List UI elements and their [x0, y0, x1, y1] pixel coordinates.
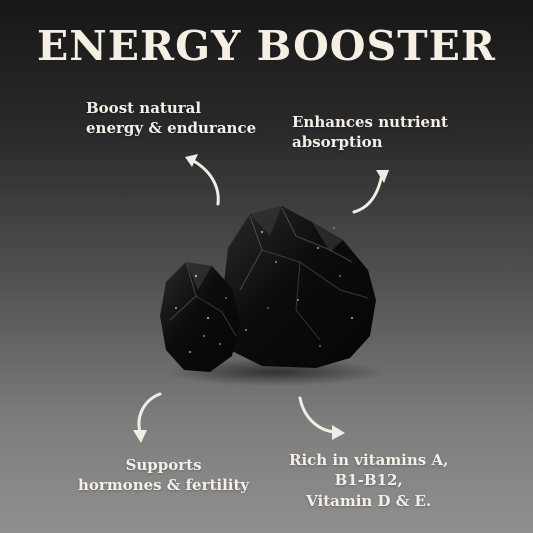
poster-title: ENERGY BOOSTER — [37, 22, 496, 70]
benefit-nutrient-absorption: Enhances nutrient absorption — [292, 112, 448, 153]
benefit-vitamins: Rich in vitamins A, B1-B12, Vitamin D & … — [289, 450, 448, 511]
curved-arrow-icon — [352, 170, 389, 214]
curved-arrow-icon — [298, 396, 345, 440]
benefit-line: Enhances nutrient — [292, 113, 448, 131]
benefit-line: energy & endurance — [86, 119, 257, 138]
benefit-line: B1-B12, — [334, 471, 403, 490]
benefit-line: Supports — [125, 456, 202, 474]
curved-arrow-icon — [133, 392, 162, 443]
benefit-energy-endurance: Boost natural energy & endurance — [86, 98, 256, 139]
benefit-line: absorption — [292, 133, 383, 152]
benefit-line: Boost natural — [86, 99, 202, 117]
curved-arrow-icon — [185, 154, 220, 206]
benefit-line: Vitamin D & E. — [306, 491, 432, 510]
benefit-line: hormones & fertility — [78, 476, 250, 495]
benefit-line: Rich in vitamins A, — [289, 451, 449, 469]
benefit-hormones-fertility: Supports hormones & fertility — [78, 455, 249, 496]
